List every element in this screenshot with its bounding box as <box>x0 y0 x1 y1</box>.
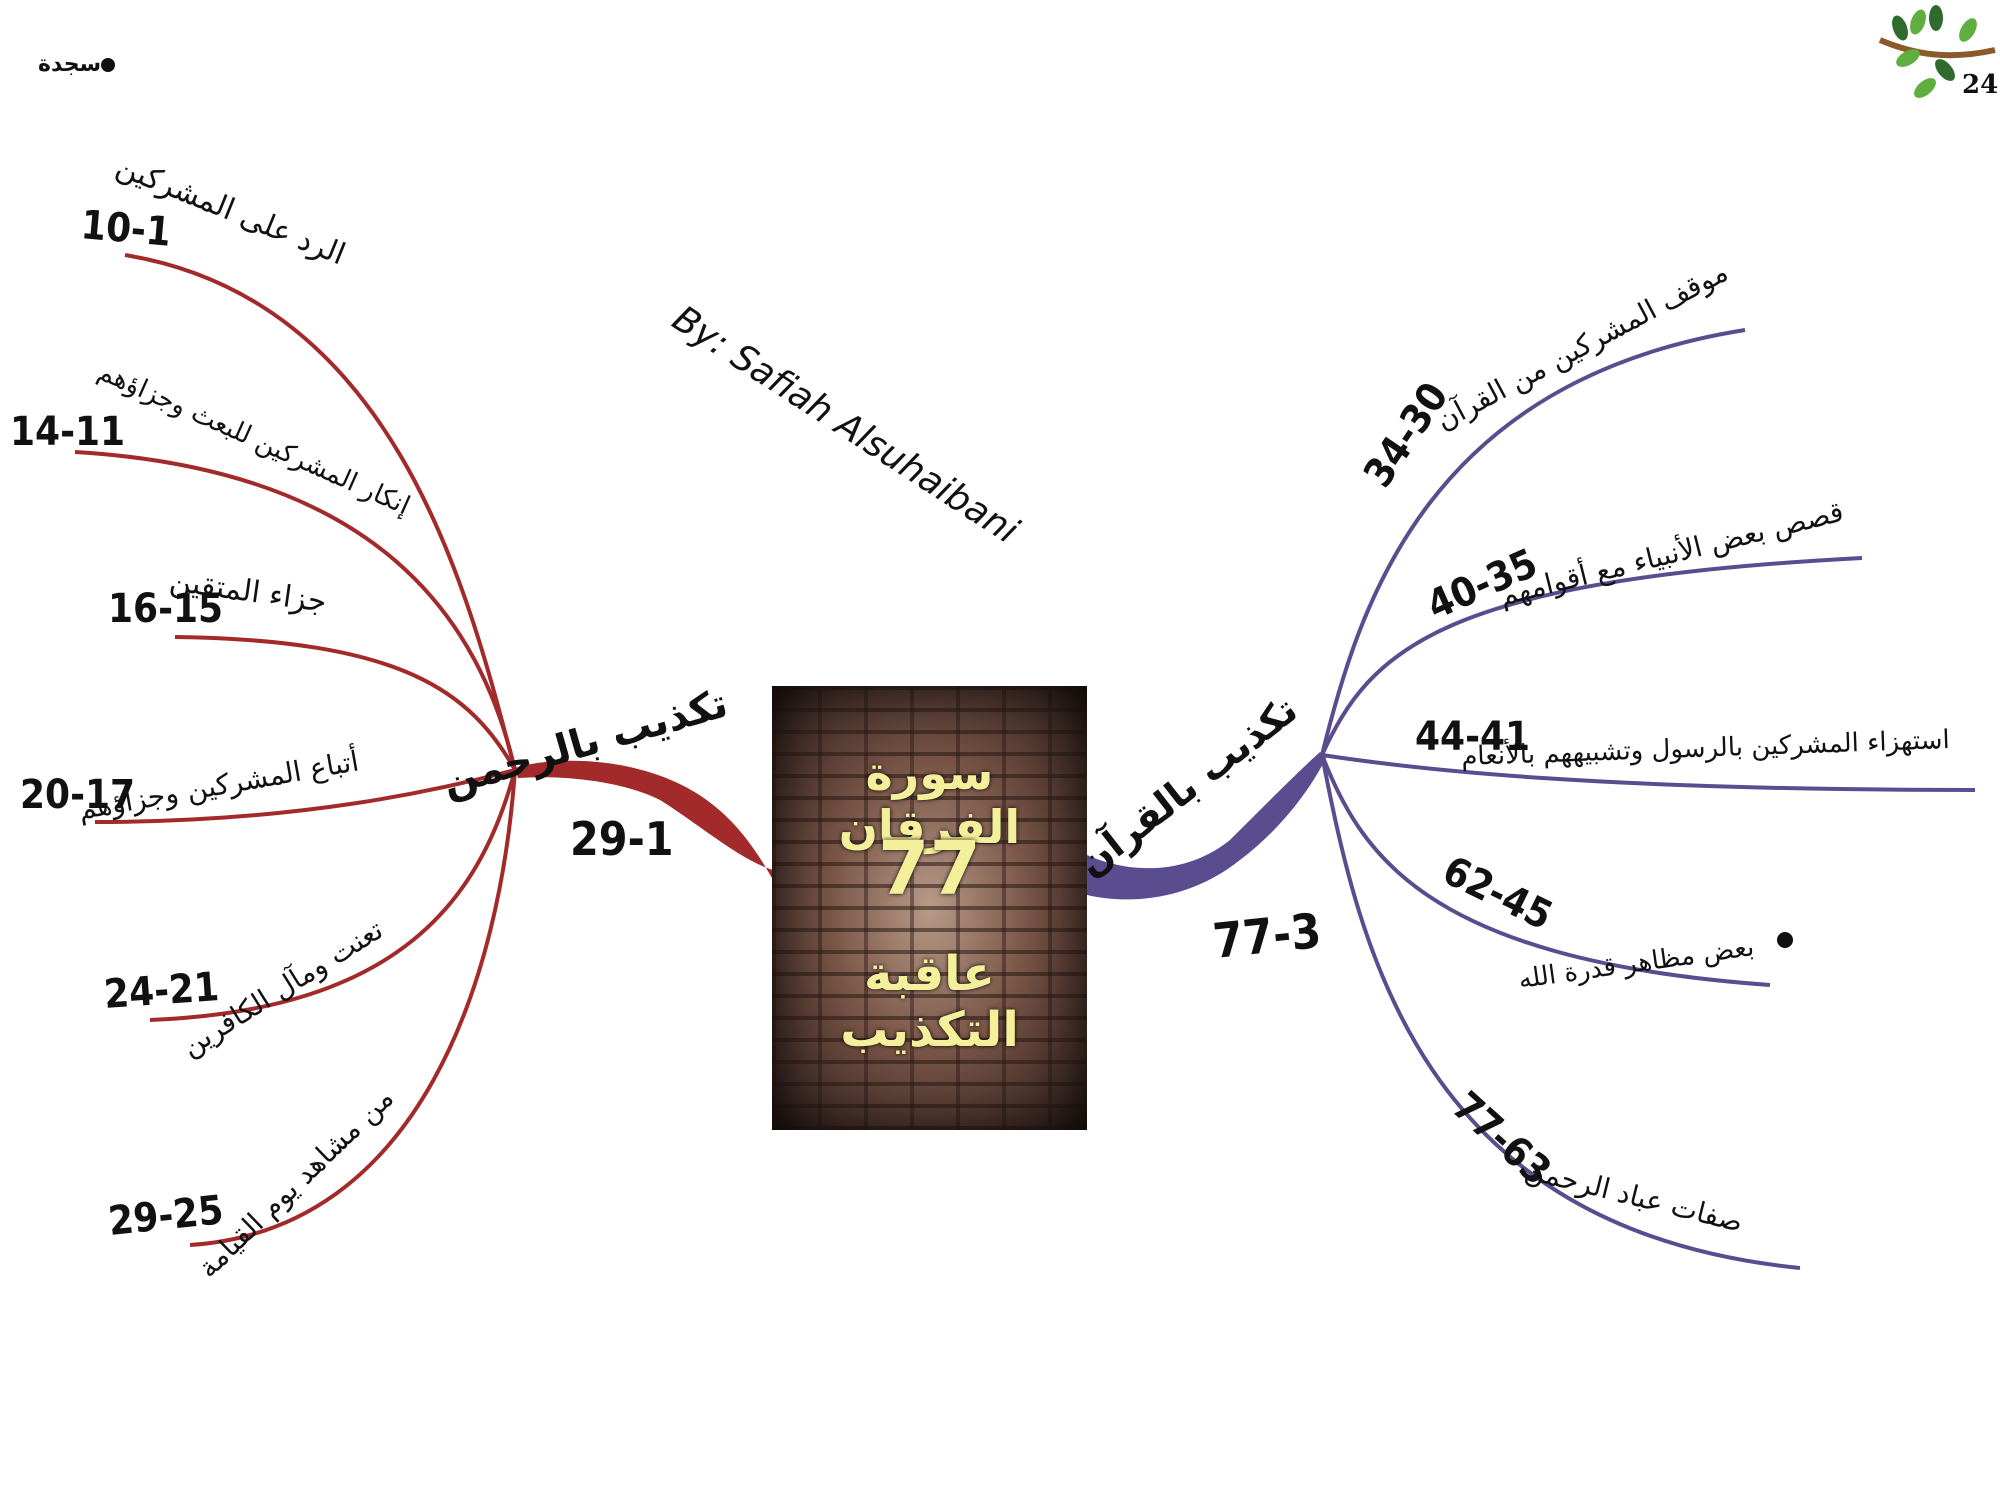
left-item-6-label: من مشاهد يوم القيامة <box>191 1081 400 1284</box>
right-item-5-label: صفات عباد الرحمن <box>1522 1153 1747 1239</box>
left-connector-4 <box>94 768 516 824</box>
right-item-4-range: 62-45 <box>1436 848 1560 940</box>
left-item-4-range: 20-17 <box>20 772 135 818</box>
right-item-4-label: بعض مظاهر قدرة الله <box>1517 932 1756 995</box>
left-connector-6 <box>189 769 517 1247</box>
right-item-3-range: 44-41 <box>1415 714 1530 760</box>
right-branch-title: تكذيب بالقرآن <box>1068 686 1305 886</box>
right-item-3-label: استهزاء المشركين بالرسول وتشبيههم بالأنع… <box>1461 722 1951 772</box>
left-item-3-range: 16-15 <box>108 586 223 632</box>
left-item-2-label: إنكار المشركين للبعث وجزاؤهم <box>93 356 414 521</box>
right-connector-3 <box>1321 753 1976 792</box>
sajda-label: سجدة <box>38 52 102 77</box>
right-item-1-range: 34-30 <box>1355 374 1458 495</box>
surah-theme: عاقبة التكذيب <box>840 946 1019 1058</box>
left-connector-3 <box>174 635 517 771</box>
center-topic-box: سورة الفرقان 77 عاقبة التكذيب <box>772 686 1087 1130</box>
left-item-1-range: 10-1 <box>79 202 173 256</box>
right-connector-4 <box>1320 754 1771 987</box>
right-branch: تكذيب بالقرآن 77-3 34-30 موقف المشركين م… <box>1068 255 1976 1270</box>
left-item-2-range: 14-11 <box>10 409 125 455</box>
right-item-1-label: موقف المشركين من القرآن <box>1431 255 1734 437</box>
left-branch: تكذيب بالرحمن 29-1 10-1 الرد على المشركي… <box>10 149 773 1284</box>
author-credit: By: Safiah Alsuhaibani <box>665 298 1025 552</box>
right-trunk <box>1087 752 1326 900</box>
left-branch-title: تكذيب بالرحمن <box>437 680 733 805</box>
surah-title: سورة الفرقان <box>838 746 1021 854</box>
bullet-dot-icon <box>1777 932 1793 948</box>
left-trunk <box>515 760 773 880</box>
left-item-5-range: 24-21 <box>102 964 220 1018</box>
left-connector-2 <box>74 450 517 771</box>
right-connector-5 <box>1320 754 1801 1270</box>
right-item-2-label: قصص بعض الأنبياء مع أقوامهم <box>1495 492 1846 612</box>
page-number: 24 <box>1962 70 1999 100</box>
left-item-6-range: 29-25 <box>106 1187 225 1245</box>
left-branch-range: 29-1 <box>570 812 674 866</box>
bullet-dot-icon <box>101 58 116 72</box>
ayah-count: 77 <box>878 826 981 912</box>
tree-branch-icon <box>1878 5 1996 98</box>
left-connector-1 <box>124 253 517 771</box>
sajda-indicator: سجدة <box>38 52 123 77</box>
right-connector-2 <box>1320 556 1863 756</box>
left-connector-5 <box>149 769 517 1022</box>
right-branch-range: 77-3 <box>1210 903 1323 970</box>
right-connector-1 <box>1320 328 1746 756</box>
